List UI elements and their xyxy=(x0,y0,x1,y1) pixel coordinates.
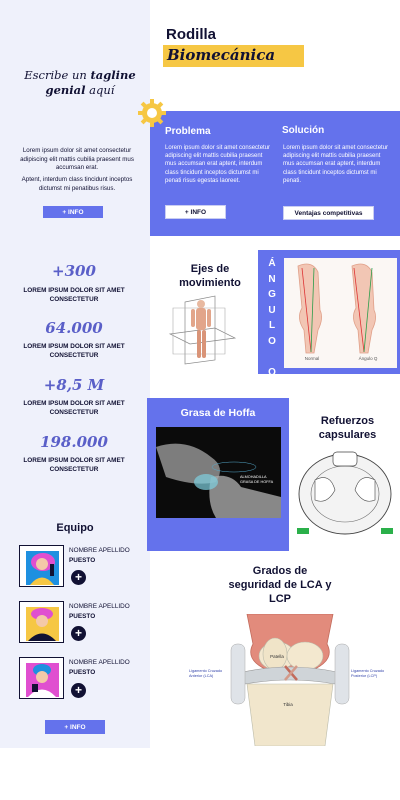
angle-letter: O xyxy=(268,335,276,347)
patella-label: Patella xyxy=(270,654,284,659)
member-name: NOMBRE APELLIDO xyxy=(69,547,130,554)
lca-label: Ligamento Cruzado Anterior (LCA) xyxy=(189,669,223,678)
stat-label: LOREM IPSUM DOLOR SIT AMET CONSECTETUR xyxy=(23,457,125,473)
intro-paragraph: Aptent, interdum class tincidunt incepto… xyxy=(21,176,133,192)
tibia-label: Tibia xyxy=(283,702,293,707)
member-name: NOMBRE APELLIDO xyxy=(69,603,130,610)
hoffa-caption: ALMOHADILLA GRASA DE HOFFA xyxy=(240,475,274,484)
angle-letter: N xyxy=(268,273,276,285)
intro-paragraph: Lorem ipsum dolor sit amet consectetur a… xyxy=(20,147,134,171)
member-plus-button[interactable]: + xyxy=(71,626,86,641)
angle-letter: Á xyxy=(268,258,276,269)
solution-text: Lorem ipsum dolor sit amet consectetur a… xyxy=(283,145,389,184)
person-avatar-icon xyxy=(19,657,64,699)
lcp-label: Ligamento Cruzado Posterior (LCP) xyxy=(351,669,385,678)
lca-lcp-figure: Patella Tibia Ligamento Cruzado Anterior… xyxy=(185,614,395,746)
capsular-title: Refuerzos capsulares xyxy=(318,415,377,441)
stat-value: 64.000 xyxy=(45,319,103,337)
member-role: PUESTO xyxy=(69,669,96,676)
lca-title: Grados de seguridad de LCA y LCP xyxy=(228,565,332,605)
hoffa-xray-figure: ALMOHADILLA GRASA DE HOFFA xyxy=(156,427,281,518)
stat-label: LOREM IPSUM DOLOR SIT AMET CONSECTETUR xyxy=(23,343,125,359)
problem-text: Lorem ipsum dolor sit amet consectetur a… xyxy=(165,145,271,184)
tagline: Escribe un tagline genial aquí xyxy=(24,68,136,97)
stat-value: +8,5 M xyxy=(43,376,105,394)
capsular-figure xyxy=(295,450,395,537)
stat-value: 198.000 xyxy=(40,433,108,451)
stat-value: +300 xyxy=(52,262,96,280)
team-title: Equipo xyxy=(56,522,94,534)
person-avatar-icon xyxy=(19,601,64,643)
angle-q-vertical-label: Á N G U L O Q xyxy=(264,256,280,380)
angle-letter: G xyxy=(268,289,276,300)
angle-letter: L xyxy=(268,320,276,331)
axes-title: Ejes de movimiento xyxy=(179,263,241,289)
stat-label: LOREM IPSUM DOLOR SIT AMET CONSECTETUR xyxy=(23,400,125,416)
angle-q-label: Ángulo Q xyxy=(358,356,378,361)
angle-letter: Q xyxy=(268,366,276,378)
competitive-advantages-button[interactable]: Ventajas competitivas xyxy=(283,206,374,220)
hoffa-title: Grasa de Hoffa xyxy=(180,407,256,419)
team-info-button[interactable]: + INFO xyxy=(45,720,105,734)
solution-title: Solución xyxy=(282,125,325,136)
member-name: NOMBRE APELLIDO xyxy=(69,659,130,666)
angle-normal-label: Normal xyxy=(304,356,320,361)
page-title: Rodilla xyxy=(166,26,217,43)
movement-axes-figure xyxy=(165,294,240,366)
stat-label: LOREM IPSUM DOLOR SIT AMET CONSECTETUR xyxy=(23,287,125,303)
page-subtitle: Biomecánica xyxy=(167,46,276,64)
problem-info-button[interactable]: + INFO xyxy=(165,205,226,219)
member-role: PUESTO xyxy=(69,613,96,620)
angle-letter: U xyxy=(268,304,276,316)
angle-q-figure: Normal Ángulo Q xyxy=(284,258,397,368)
problem-title: Problema xyxy=(165,126,211,137)
gear-icon xyxy=(137,98,167,128)
member-plus-button[interactable]: + xyxy=(71,570,86,585)
member-plus-button[interactable]: + xyxy=(71,683,86,698)
angle-letter xyxy=(264,349,280,365)
title-highlight xyxy=(163,45,304,67)
person-avatar-icon xyxy=(19,545,64,587)
intro-info-button[interactable]: + INFO xyxy=(43,206,103,218)
member-role: PUESTO xyxy=(69,557,96,564)
